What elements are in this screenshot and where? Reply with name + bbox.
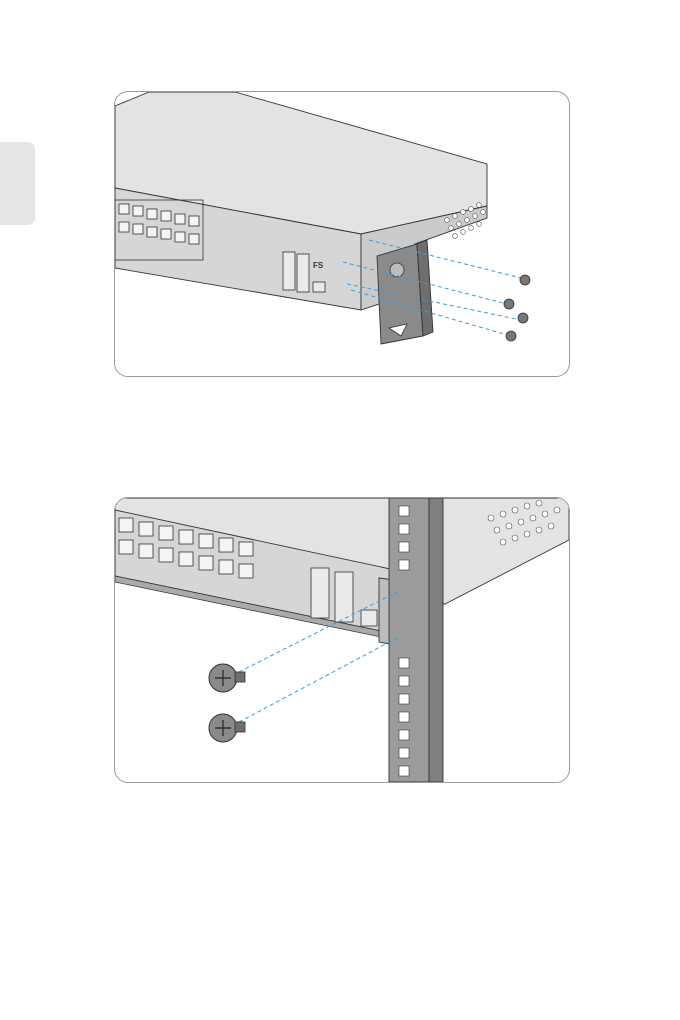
logo-text: FS — [313, 261, 324, 270]
rack-mount-screw-illustration — [115, 498, 569, 782]
figure-rack-installation — [114, 497, 570, 783]
screws — [209, 664, 245, 742]
rack-bracket-attach-illustration: FS — [115, 92, 569, 376]
section-tab — [0, 142, 35, 225]
figure-bracket-attachment: FS — [114, 91, 570, 377]
screws — [504, 275, 530, 341]
